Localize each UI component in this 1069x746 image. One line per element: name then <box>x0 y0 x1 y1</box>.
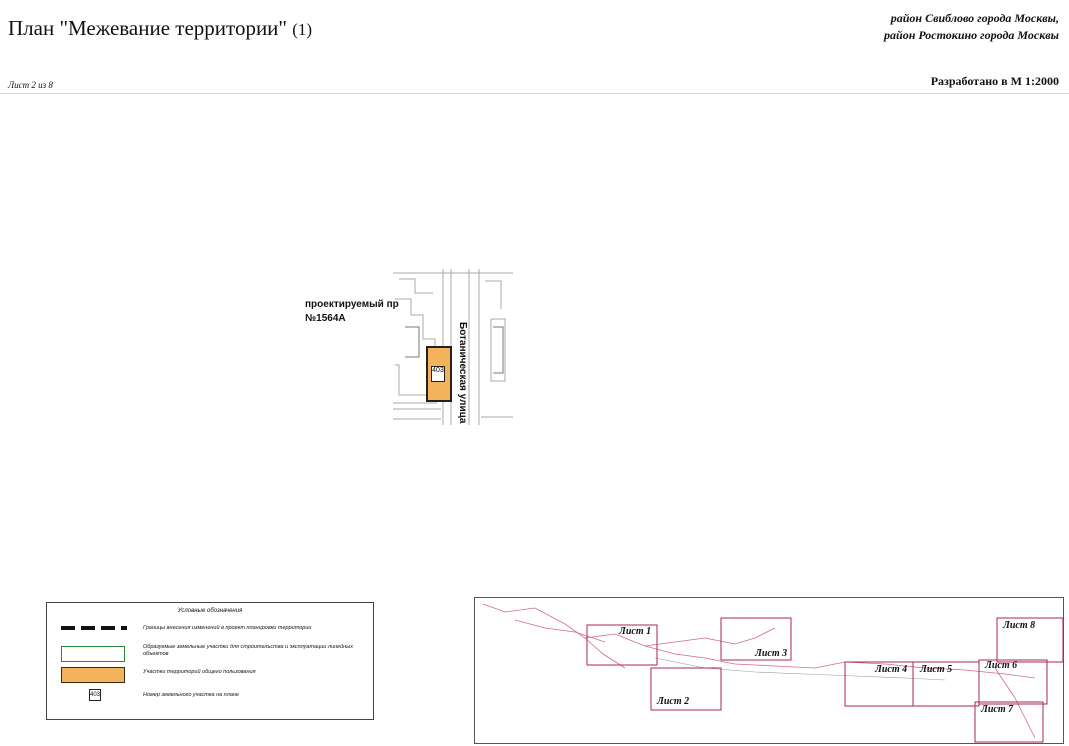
page-title: План "Межевание территории" (1) <box>8 16 313 40</box>
index-sheet-label[interactable]: Лист 4 <box>875 664 908 675</box>
plot-number-icon: 403 <box>89 689 101 701</box>
legend-item-text: Границы внесения изменений в проект план… <box>143 625 312 631</box>
index-sheet-label[interactable]: Лист 1 <box>619 626 652 637</box>
street-label: Ботаническая улица <box>457 322 468 424</box>
district-line-2: район Ростокино города Москвы <box>884 28 1059 42</box>
legend-item-text: Образуемые земельные участки для строите… <box>143 644 353 657</box>
index-sheet-label[interactable]: Лист 5 <box>920 664 953 675</box>
district-info: район Свиблово города Москвы, район Рост… <box>884 10 1059 44</box>
index-map: Лист 1 Лист 2 Лист 3 Лист 4 Лист 5 Лист … <box>474 597 1064 744</box>
projected-road-label: проектируемый пр №1564А <box>305 299 399 324</box>
legend-item-text: Участки территорий общего пользования <box>143 669 256 675</box>
index-sheet-label[interactable]: Лист 7 <box>981 704 1014 715</box>
legend-item-text: Номер земельного участка на плане <box>143 692 239 698</box>
plot-number-label: 403 <box>431 366 445 382</box>
index-sheet-label[interactable]: Лист 8 <box>1003 620 1036 631</box>
legend: Условные обозначения Границы внесения из… <box>46 602 374 720</box>
district-line-1: район Свиблово города Москвы, <box>890 11 1059 25</box>
scale-note: Разработано в М 1:2000 <box>930 74 1059 88</box>
index-sheet-label[interactable]: Лист 3 <box>755 648 788 659</box>
header-divider <box>0 93 1069 94</box>
index-sheet-label[interactable]: Лист 6 <box>985 660 1018 671</box>
map-fragment: 403 <box>393 269 513 425</box>
green-rect-icon <box>61 646 125 662</box>
index-sheet-label[interactable]: Лист 2 <box>657 696 690 707</box>
dashed-line-icon <box>61 626 127 630</box>
index-map-drawing <box>482 603 1063 743</box>
sheet-number: Лист 2 из 8 <box>8 80 53 90</box>
legend-title: Условные обозначения <box>177 608 243 614</box>
orange-rect-icon <box>61 667 125 683</box>
plot-403: 403 <box>426 346 452 402</box>
